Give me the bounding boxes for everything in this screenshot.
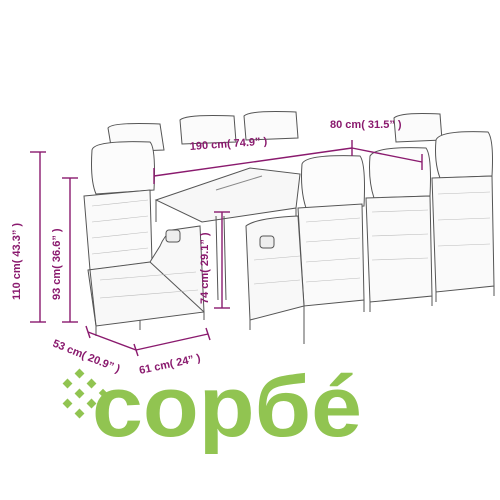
dim-line-table-length <box>153 147 353 177</box>
watermark-brand-text: сopбé <box>92 359 362 455</box>
wicker-texture <box>91 191 491 299</box>
label-table-height: 74 cm( 29.1” ) <box>199 232 211 304</box>
back-chair-2 <box>179 115 237 145</box>
label-table-length: 190 cm( 74.9” ) <box>189 136 268 153</box>
dim-line-chair-width <box>135 333 209 351</box>
front-middle-chair <box>245 155 365 344</box>
watermark-logo: сopбé <box>62 359 362 455</box>
right-chair-1 <box>365 147 433 312</box>
right-chair-2 <box>431 131 495 302</box>
furniture-drawing <box>83 111 495 344</box>
dimension-lines <box>30 140 423 357</box>
label-chair-back-height: 93 cm( 36.6” ) <box>51 228 63 300</box>
dining-table <box>154 167 301 301</box>
label-chair-total-height: 110 cm( 43.3” ) <box>11 223 23 300</box>
back-chair-3 <box>243 111 299 141</box>
label-table-width: 80 cm( 31.5” ) <box>330 119 402 131</box>
dim-line-chair-depth <box>87 331 137 351</box>
dim-line-table-width <box>351 147 423 163</box>
